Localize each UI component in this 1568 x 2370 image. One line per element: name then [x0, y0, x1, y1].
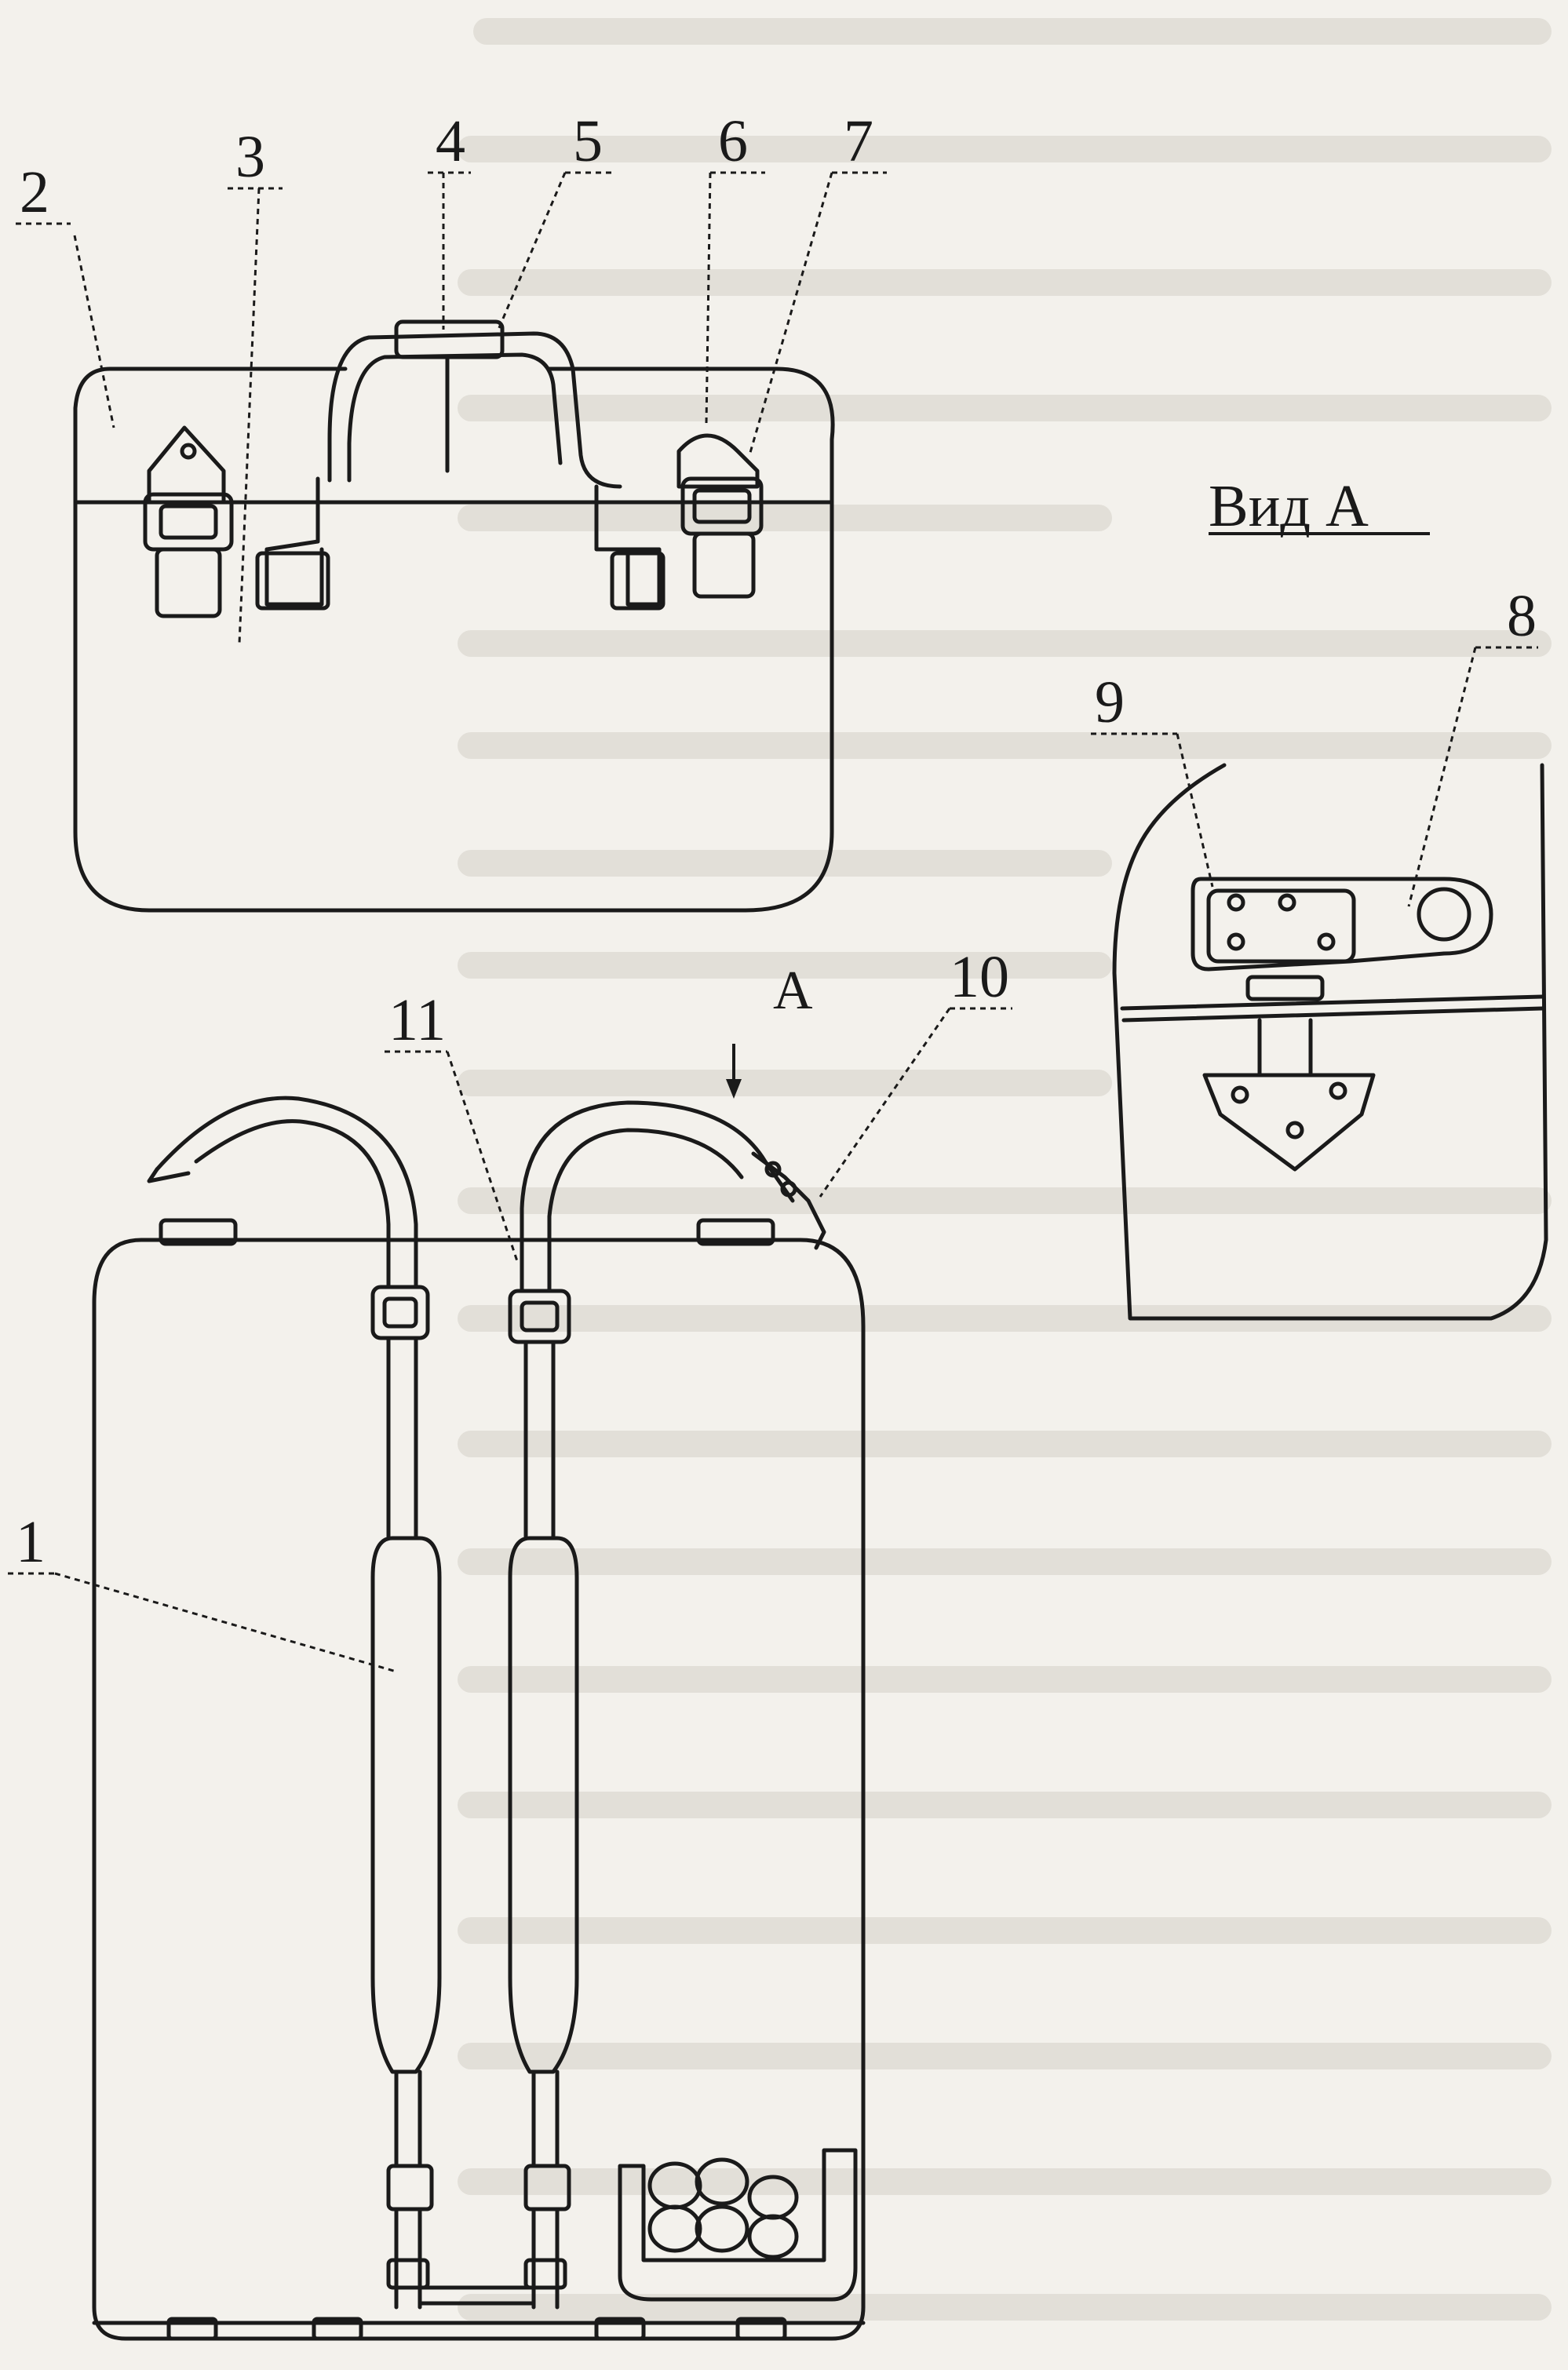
- leader-lines: [8, 171, 1538, 1673]
- callout-2: 2: [20, 159, 49, 225]
- right-strap-buckle: [508, 1289, 571, 1344]
- handle: [327, 331, 622, 489]
- left-strap: [155, 1096, 418, 1289]
- callout-4: 4: [436, 108, 465, 174]
- front-view-case: [92, 1096, 866, 2341]
- strap-attachment: [751, 1151, 826, 1250]
- left-latch: [147, 425, 226, 505]
- view-a-seam: [1120, 994, 1544, 1023]
- callout-11: 11: [388, 987, 446, 1053]
- right-strap: [520, 1100, 795, 1293]
- callout-9: 9: [1095, 669, 1125, 735]
- latch-plate: [1202, 1073, 1376, 1172]
- view-a-title: Вид А: [1209, 473, 1369, 539]
- top-view-case: [73, 319, 835, 913]
- callout-10: 10: [950, 944, 1009, 1010]
- callout-1: 1: [16, 1509, 46, 1575]
- callout-8: 8: [1507, 583, 1537, 649]
- lower-compartment: [618, 2148, 858, 2302]
- bleed-through-background: [458, 18, 1552, 2321]
- callout-7: 7: [844, 108, 873, 174]
- callout-5: 5: [573, 108, 603, 174]
- case-front-outline: [92, 1238, 866, 2341]
- view-a-arrow: [726, 1044, 742, 1099]
- right-latch: [676, 433, 760, 489]
- view-a-arrow-label: А: [773, 961, 813, 1021]
- right-strap-pad: [508, 1536, 579, 2074]
- left-strap-pad: [370, 1536, 442, 2074]
- handle-grip: [394, 319, 505, 359]
- left-strap-buckle: [370, 1285, 430, 1340]
- callout-6: 6: [718, 108, 748, 174]
- hinge-plate: [1191, 877, 1493, 972]
- case-body-outline: [73, 366, 835, 913]
- view-a-detail: [1112, 763, 1548, 1321]
- view-a-frame: [1112, 763, 1548, 1321]
- cylinders: [647, 2157, 799, 2259]
- callout-3: 3: [235, 124, 265, 190]
